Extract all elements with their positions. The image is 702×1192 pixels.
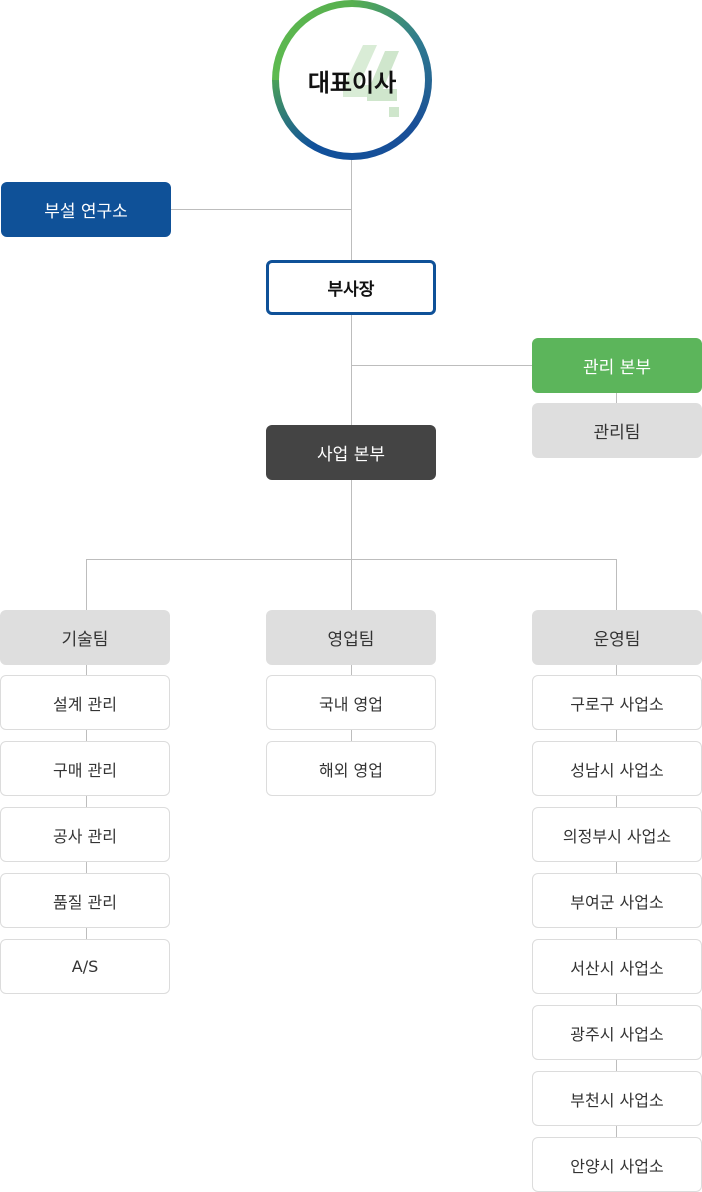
ops-item-label: 서산시 사업소 xyxy=(570,958,664,978)
management-team-label: 관리팀 xyxy=(593,423,641,443)
tech-item-node: 구매 관리 xyxy=(0,741,170,796)
vice-president-label: 부사장 xyxy=(327,280,375,300)
sales-item-label: 해외 영업 xyxy=(319,760,383,780)
ops-item-label: 구로구 사업소 xyxy=(570,694,664,714)
sales-item-node: 국내 영업 xyxy=(266,675,436,730)
vice-president-node: 부사장 xyxy=(266,260,436,315)
ops-item-label: 의정부시 사업소 xyxy=(562,826,672,846)
ops-item-node: 성남시 사업소 xyxy=(532,741,702,796)
sales-item-node: 해외 영업 xyxy=(266,741,436,796)
sales-item-label: 국내 영업 xyxy=(319,694,383,714)
tech-item-label: 공사 관리 xyxy=(53,826,117,846)
research-lab-node: 부설 연구소 xyxy=(1,182,171,237)
ops-item-label: 부천시 사업소 xyxy=(570,1090,664,1110)
tech-item-label: A/S xyxy=(71,957,99,976)
ops-item-node: 구로구 사업소 xyxy=(532,675,702,730)
tech-item-node: 공사 관리 xyxy=(0,807,170,862)
research-lab-label: 부설 연구소 xyxy=(44,202,128,222)
connector-lab xyxy=(171,209,351,210)
team-ops-node: 운영팀 xyxy=(532,610,702,665)
ops-item-label: 부여군 사업소 xyxy=(570,892,664,912)
management-division-label: 관리 본부 xyxy=(583,358,651,378)
ceo-node: 대표이사 xyxy=(272,0,432,160)
ops-item-node: 광주시 사업소 xyxy=(532,1005,702,1060)
business-division-node: 사업 본부 xyxy=(266,425,436,480)
tech-item-node: A/S xyxy=(0,939,170,994)
tech-item-node: 설계 관리 xyxy=(0,675,170,730)
tech-item-node: 품질 관리 xyxy=(0,873,170,928)
management-team-node: 관리팀 xyxy=(532,403,702,458)
team-sales-node: 영업팀 xyxy=(266,610,436,665)
team-tech-node: 기술팀 xyxy=(0,610,170,665)
team-tech-label: 기술팀 xyxy=(61,630,109,650)
ops-item-node: 의정부시 사업소 xyxy=(532,807,702,862)
connector-mgmt-team xyxy=(616,393,617,403)
ops-item-node: 부천시 사업소 xyxy=(532,1071,702,1126)
connector-team-tech xyxy=(86,559,87,610)
connector-horizontal-teams xyxy=(86,559,617,560)
team-ops-label: 운영팀 xyxy=(593,630,641,650)
ops-item-label: 안양시 사업소 xyxy=(570,1156,664,1176)
tech-item-label: 설계 관리 xyxy=(53,694,117,714)
connector-tech-column xyxy=(86,664,87,940)
business-division-label: 사업 본부 xyxy=(317,445,385,465)
company-logo-mark xyxy=(343,45,399,117)
management-division-node: 관리 본부 xyxy=(532,338,702,393)
ops-item-node: 안양시 사업소 xyxy=(532,1137,702,1192)
tech-item-label: 품질 관리 xyxy=(53,892,117,912)
ops-item-label: 성남시 사업소 xyxy=(570,760,664,780)
ceo-label: 대표이사 xyxy=(307,68,397,97)
team-sales-label: 영업팀 xyxy=(327,630,375,650)
ops-item-node: 서산시 사업소 xyxy=(532,939,702,994)
connector-biz-down xyxy=(351,480,352,610)
tech-item-label: 구매 관리 xyxy=(53,760,117,780)
connector-mgmt xyxy=(351,365,532,366)
connector-team-ops xyxy=(616,559,617,610)
ops-item-label: 광주시 사업소 xyxy=(570,1024,664,1044)
ops-item-node: 부여군 사업소 xyxy=(532,873,702,928)
